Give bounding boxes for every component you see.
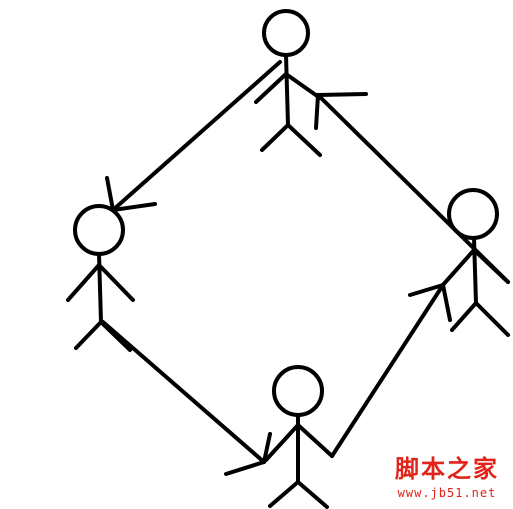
figure-arm	[97, 263, 135, 302]
stick-figure-bottom	[264, 365, 334, 509]
watermark-site-name: 脚本之家	[395, 454, 499, 483]
figure-arm	[66, 263, 101, 302]
arrow-right-to-top	[314, 92, 510, 284]
figure-arm	[296, 423, 334, 458]
figure-leg	[450, 301, 478, 332]
arrow-left-to-bottom	[101, 320, 272, 476]
figure-head	[262, 9, 310, 57]
figure-body	[284, 53, 290, 127]
figure-arm	[254, 72, 288, 104]
figure-leg	[474, 301, 510, 337]
arrowhead-barb	[408, 283, 445, 297]
figure-arm	[264, 423, 300, 462]
figure-leg	[286, 123, 322, 157]
arrow-shaft	[330, 283, 445, 458]
figure-leg	[260, 123, 290, 152]
arrowhead-barb	[224, 460, 266, 476]
stick-figure-left	[66, 204, 135, 352]
figure-leg	[296, 480, 329, 509]
arrowhead-barb	[316, 92, 368, 97]
stick-figure-right	[440, 188, 510, 337]
arrow-shaft	[316, 93, 510, 284]
arrow-top-to-left	[105, 60, 282, 212]
figure-leg	[268, 480, 300, 508]
arrow-shaft	[111, 60, 282, 212]
stick-figure-top	[254, 9, 322, 157]
figure-arm	[284, 72, 322, 100]
site-watermark: 脚本之家 www.jb51.net	[395, 454, 499, 500]
figure-arm	[440, 248, 476, 288]
arrow-bottom-to-right	[330, 283, 452, 458]
figure-head	[73, 204, 125, 256]
figure-head	[272, 365, 324, 417]
arrowhead-barb	[111, 202, 157, 212]
arrowhead-barb	[105, 176, 115, 212]
watermark-url: www.jb51.net	[397, 486, 497, 500]
arrowhead-barb	[262, 432, 272, 464]
figure-leg	[74, 320, 103, 350]
arrowhead-barb	[314, 93, 320, 130]
arrowhead-barb	[441, 283, 452, 322]
arrow-shaft	[101, 320, 266, 464]
